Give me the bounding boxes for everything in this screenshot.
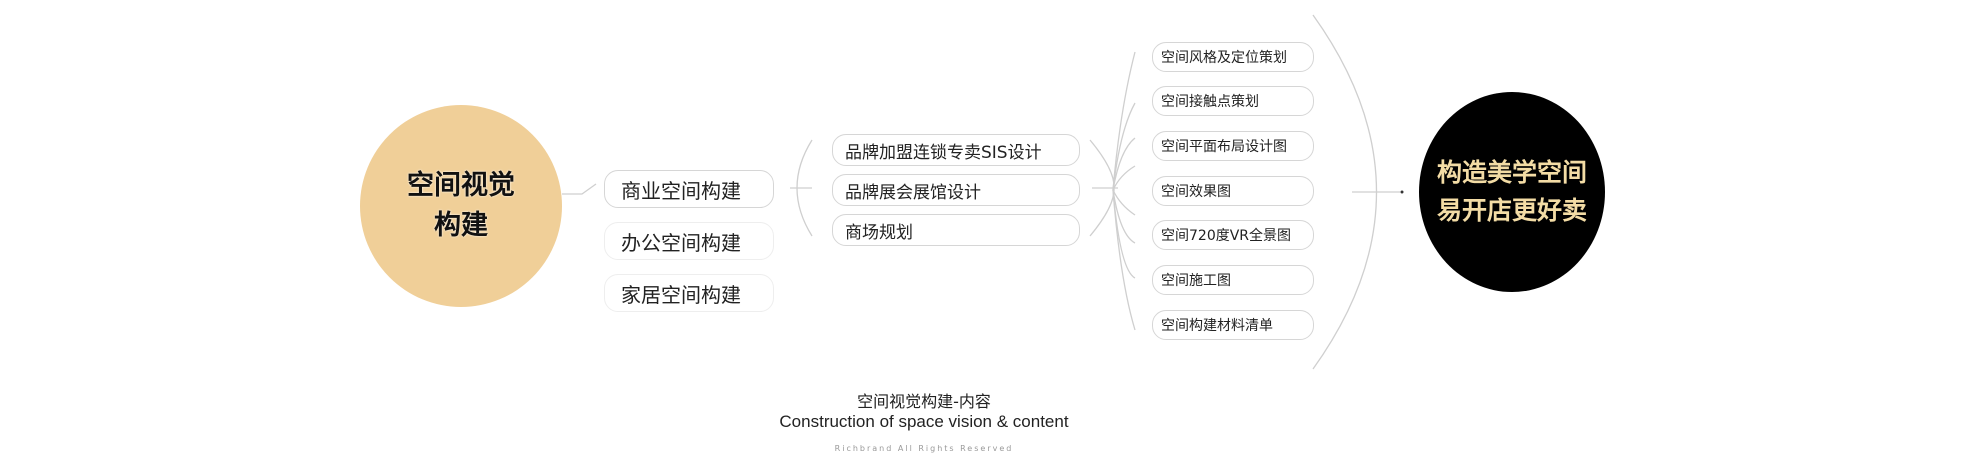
connector-dot [1400, 190, 1404, 194]
category-label: 办公空间构建 [621, 230, 741, 255]
deliverable-node: 空间效果图 [1152, 176, 1314, 206]
service-node: 品牌加盟连锁专卖SIS设计 [832, 134, 1080, 166]
result-line1: 构造美学空间 [1436, 158, 1587, 187]
deliverable-node: 空间施工图 [1152, 265, 1314, 295]
copyright-text: Richbrand All Rights Reserved [834, 444, 1014, 453]
deliverable-label: 空间风格及定位策划 [1161, 50, 1287, 66]
caption-subtitle: Construction of space vision & content [779, 412, 1069, 431]
result-line2: 易开店更好卖 [1436, 196, 1587, 225]
service-label: 品牌展会展馆设计 [845, 182, 981, 203]
deliverable-label: 空间720度VR全景图 [1161, 228, 1292, 244]
service-label: 品牌加盟连锁专卖SIS设计 [845, 142, 1042, 163]
service-label: 商场规划 [845, 222, 913, 243]
root-connector [562, 183, 597, 195]
deliverable-node: 空间720度VR全景图 [1152, 220, 1314, 250]
deliverable-node: 空间风格及定位策划 [1152, 42, 1314, 72]
category-label: 家居空间构建 [621, 282, 741, 307]
root-line1: 空间视觉 [407, 170, 515, 201]
deliverable-node: 空间平面布局设计图 [1152, 131, 1314, 161]
deliverable-label: 空间效果图 [1161, 184, 1231, 200]
category-node: 家居空间构建 [604, 274, 774, 312]
service-node: 商场规划 [832, 214, 1080, 246]
service-node: 品牌展会展馆设计 [832, 174, 1080, 206]
category-node: 商业空间构建 [604, 170, 774, 208]
root-node: 空间视觉构建 [360, 105, 562, 307]
caption-title: 空间视觉构建-内容 [857, 392, 991, 411]
deliverable-label: 空间构建材料清单 [1161, 318, 1273, 334]
deliverable-node: 空间接触点策划 [1152, 86, 1314, 116]
result-node: 构造美学空间易开店更好卖 [1419, 92, 1605, 292]
deliverable-label: 空间施工图 [1161, 273, 1231, 289]
services-bracket [796, 139, 813, 237]
category-node: 办公空间构建 [604, 222, 774, 260]
deliverable-node: 空间构建材料清单 [1152, 310, 1314, 340]
deliverables-fan [1112, 51, 1136, 331]
deliverable-label: 空间平面布局设计图 [1161, 139, 1287, 155]
category-label: 商业空间构建 [621, 178, 741, 203]
deliverable-label: 空间接触点策划 [1161, 94, 1259, 110]
root-line2: 构建 [434, 210, 488, 241]
